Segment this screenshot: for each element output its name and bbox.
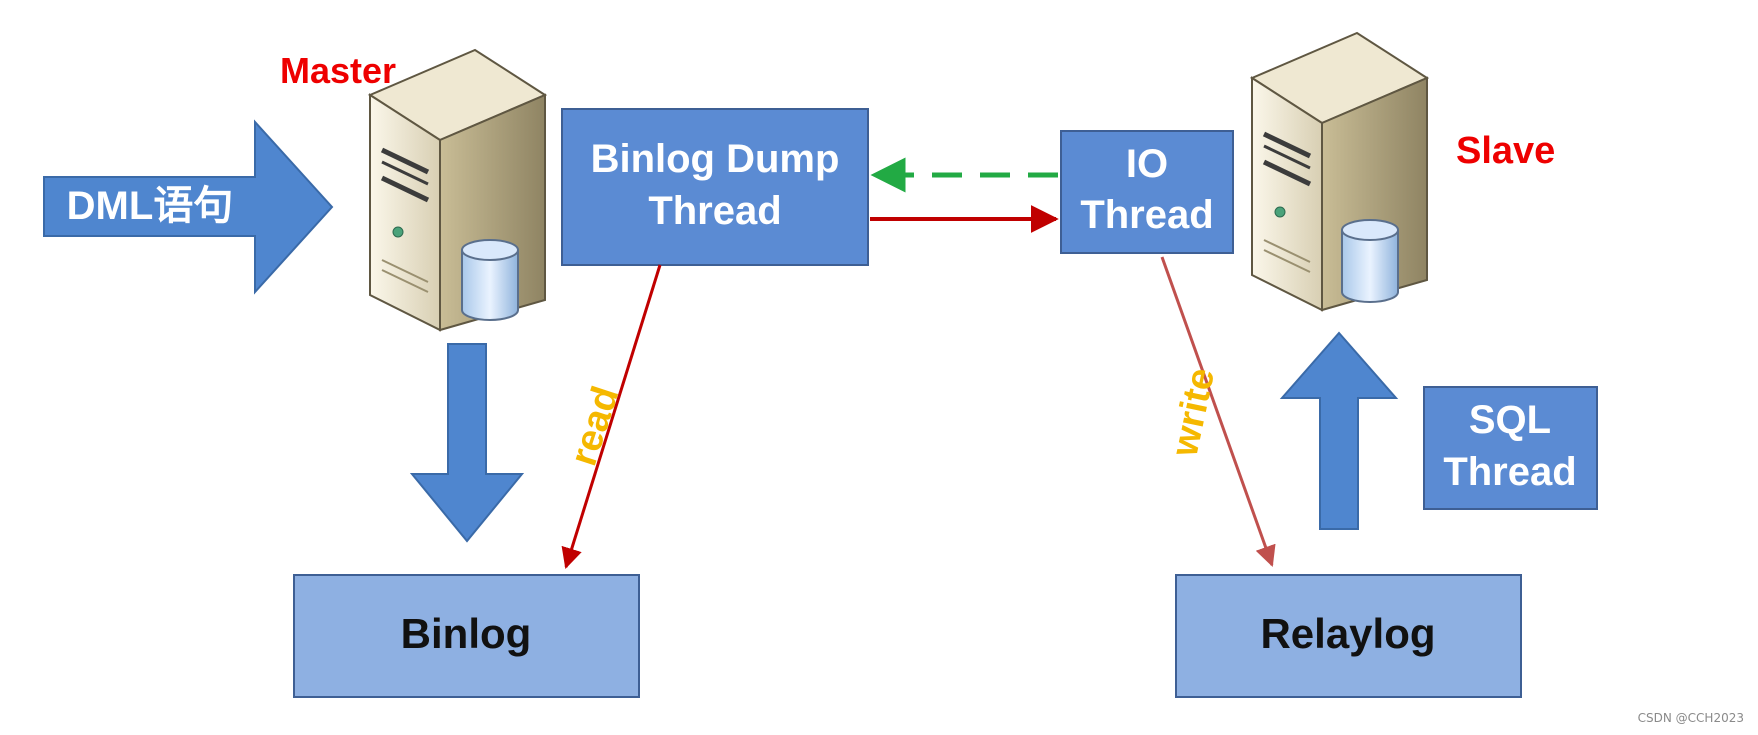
read-arrow	[561, 264, 662, 570]
sql-thread-line2: Thread	[1443, 450, 1576, 494]
master-label: Master	[280, 50, 396, 91]
binlog-dump-thread-line2: Thread	[648, 189, 781, 233]
dml-input-arrow: DML语句	[43, 119, 334, 295]
binlog-dump-thread-line1: Binlog Dump	[591, 137, 840, 181]
dml-arrow-label: DML语句	[67, 184, 234, 228]
relaylog-box: Relaylog	[1175, 574, 1522, 698]
slave-label: Slave	[1456, 130, 1555, 172]
relaylog-to-slave-arrow	[1279, 331, 1399, 530]
io-thread-line1: IO	[1126, 142, 1168, 186]
master-server-icon	[367, 48, 548, 332]
binlog-dump-thread-box: Binlog Dump Thread	[561, 108, 869, 266]
sql-thread-box: SQL Thread	[1423, 386, 1598, 510]
io-thread-box: IO Thread	[1060, 130, 1234, 254]
read-label: read	[563, 381, 628, 470]
watermark-text: CSDN @CCH2023	[1637, 711, 1744, 725]
sql-thread-line1: SQL	[1469, 398, 1551, 442]
relaylog-label: Relaylog	[1260, 610, 1435, 657]
master-to-binlog-arrow	[409, 343, 525, 543]
binlog-box: Binlog	[293, 574, 640, 698]
binlog-label: Binlog	[401, 610, 532, 657]
write-arrow	[1160, 256, 1276, 567]
slave-server-icon	[1249, 31, 1430, 312]
write-label: write	[1164, 364, 1224, 460]
io-thread-line2: Thread	[1080, 193, 1213, 237]
